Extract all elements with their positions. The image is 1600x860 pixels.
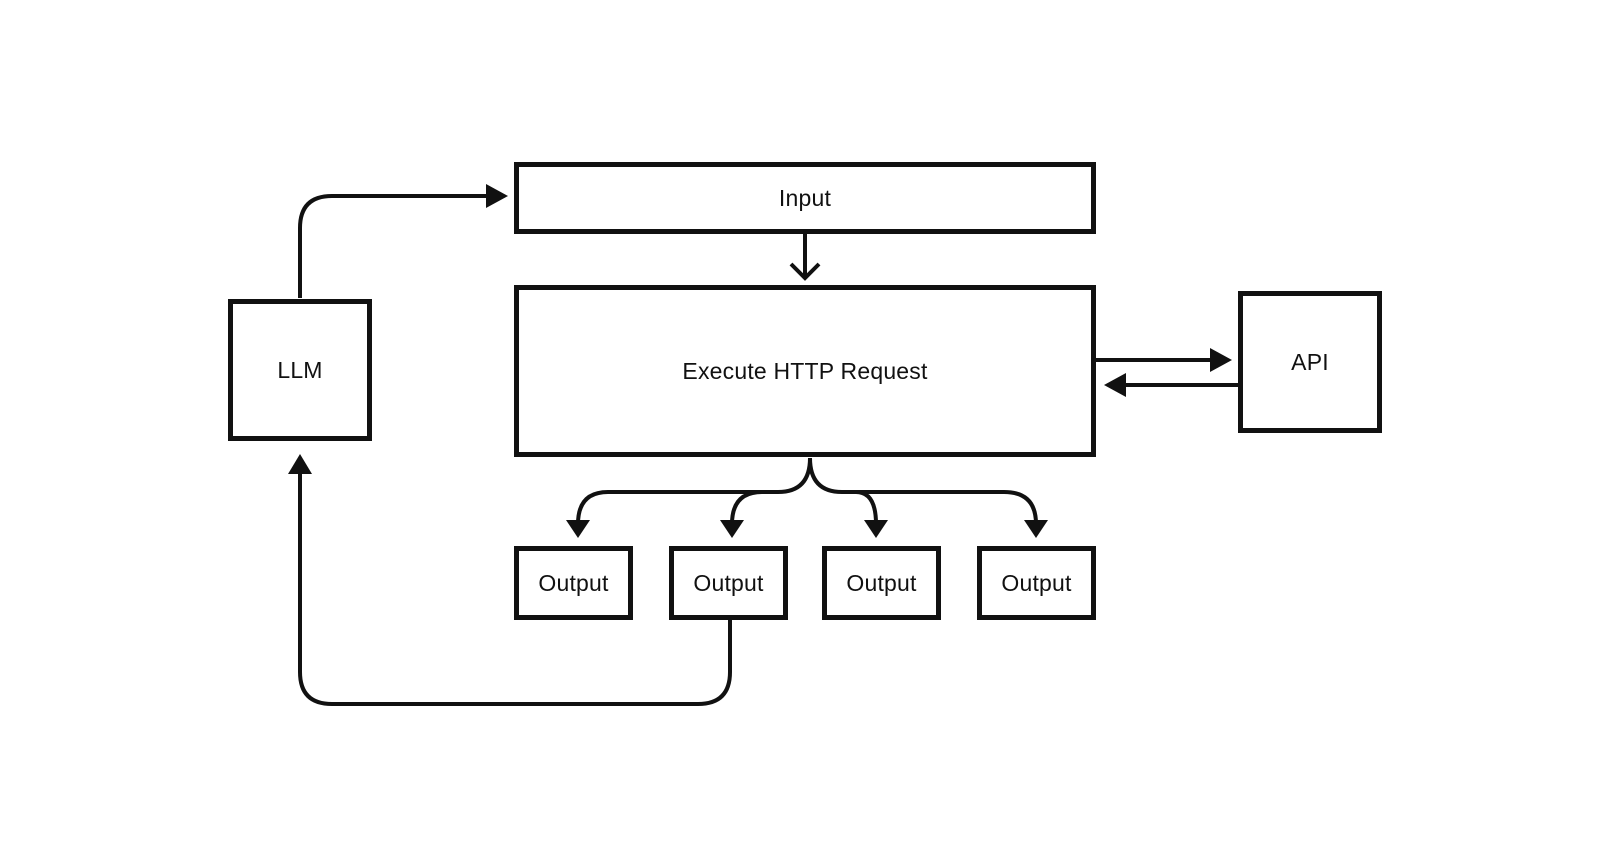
arrowhead-to-output-3 [864,520,888,538]
edge-execute-trunk [576,457,1038,525]
api-node: API [1238,291,1382,433]
execute-http-request-node: Execute HTTP Request [514,285,1096,457]
arrowhead-input-to-execute [789,262,821,281]
execute-http-request-label: Execute HTTP Request [682,357,928,384]
output-label: Output [693,569,764,596]
output-label: Output [1001,569,1072,596]
arrowhead-to-output-1 [566,520,590,538]
output-node-2: Output [669,546,788,620]
api-label: API [1291,348,1329,375]
output-node-1: Output [514,546,633,620]
arrowhead-to-output-4 [1024,520,1048,538]
edge-llm-to-input [298,194,490,298]
input-label: Input [778,184,832,211]
arrowhead-output-to-llm [288,454,312,474]
output-node-4: Output [977,546,1096,620]
arrowhead-to-output-2 [720,520,744,538]
arrowhead-llm-to-input [486,184,508,208]
input-node: Input [514,162,1096,234]
output-label: Output [538,569,609,596]
output-node-3: Output [822,546,941,620]
llm-node: LLM [228,299,372,441]
output-label: Output [846,569,917,596]
llm-label: LLM [277,356,323,383]
arrowhead-execute-to-api [1210,348,1232,372]
arrowhead-api-to-execute [1104,373,1126,397]
edge-output-to-llm [298,468,732,706]
